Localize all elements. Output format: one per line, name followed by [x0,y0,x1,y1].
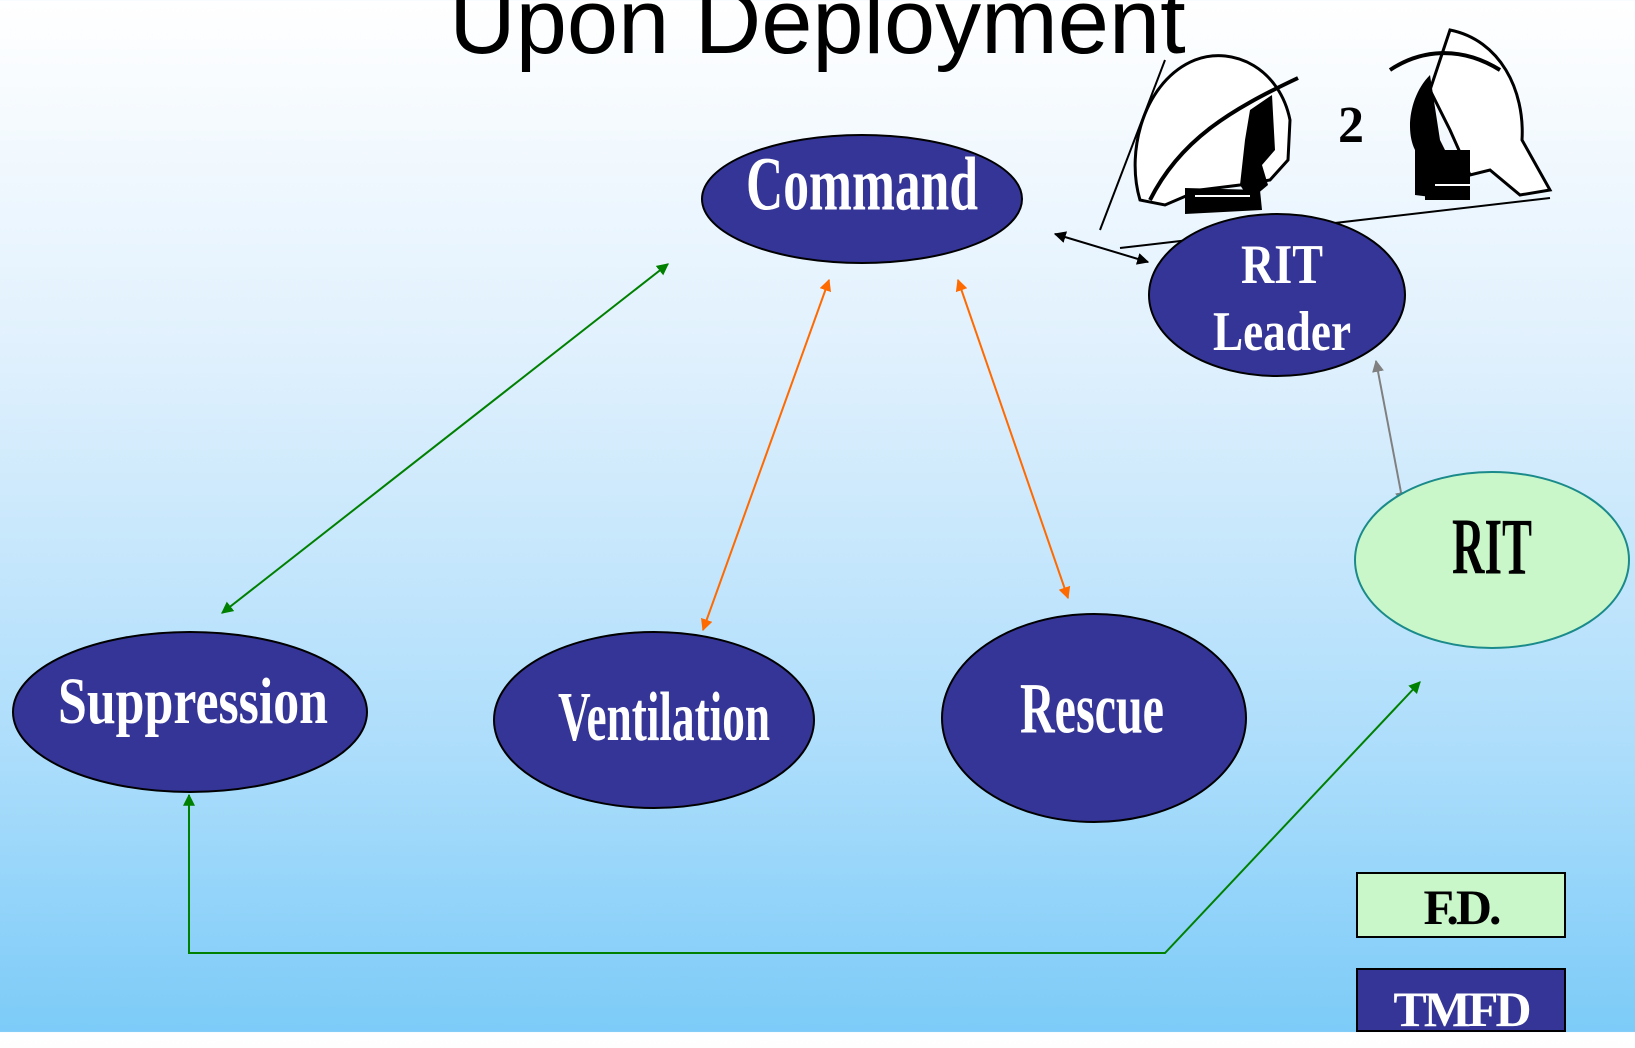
node-suppression-label: Suppression [58,665,328,738]
node-ventilation-label: Ventilation [558,679,770,756]
node-rit: RIT [1354,471,1630,649]
link-command-rescue [955,278,1071,600]
node-command: Command [701,134,1023,264]
link-suppression-rit [183,681,1421,954]
node-rescue: Rescue [941,613,1247,823]
node-rit-label: RIT [1452,503,1532,591]
link-rit-leader-rit [1372,359,1407,505]
legend-tmfd: TMFD [1356,968,1566,1037]
node-command-label: Command [746,142,978,226]
node-suppression: Suppression [12,631,368,793]
node-rit-leader: RIT Leader [1148,213,1406,377]
node-rit-leader-label-line1: RIT [1241,234,1323,296]
node-rescue-label: Rescue [1020,669,1164,749]
node-ventilation: Ventilation [493,631,815,809]
node-rit-leader-label-line2: Leader [1213,301,1351,363]
firefighter-helmet-icon [1099,54,1299,231]
link-command-rit-leader [1053,231,1150,265]
legend-fd: F.D. [1356,872,1566,938]
link-command-ventilation [701,278,831,632]
helmet-count-label: 2 [1338,97,1364,154]
page-title: Upon Deployment [449,0,1186,73]
link-command-suppression [221,263,669,614]
